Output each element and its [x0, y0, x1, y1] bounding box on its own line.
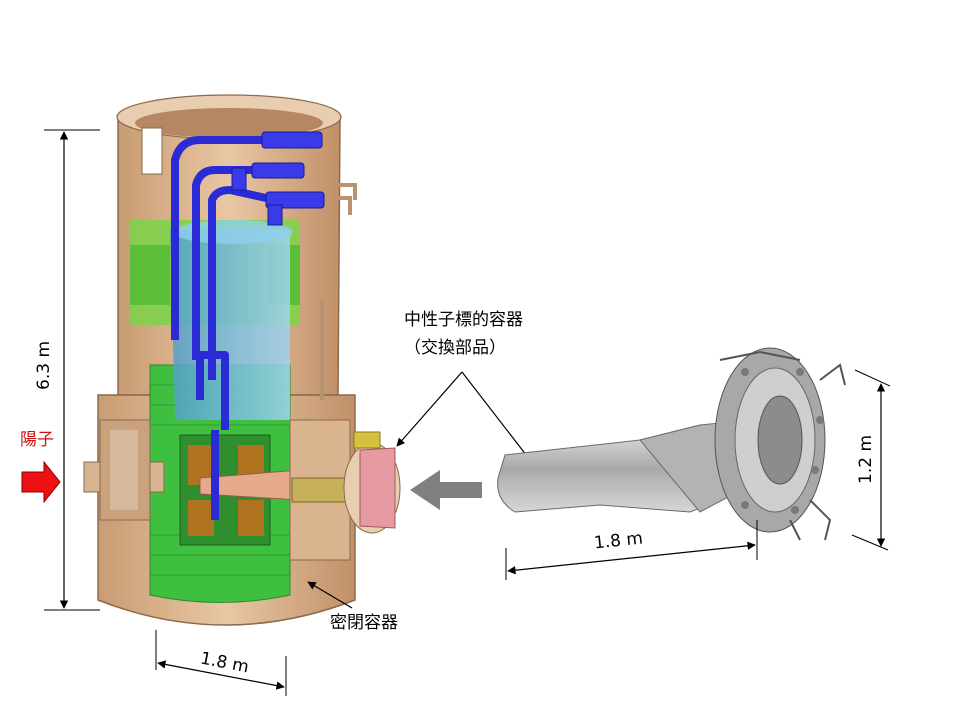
target-leaders: [396, 371, 531, 461]
vessel-label: 密閉容器: [330, 613, 398, 633]
insertion-arrow: [410, 470, 482, 510]
target-subtitle-label: （交換部品）: [404, 338, 506, 358]
neutron-target-container: [497, 347, 846, 541]
proton-label: 陽子: [20, 430, 54, 450]
target-title-label: 中性子標的容器: [404, 310, 523, 330]
dimension-width-vessel: [155, 630, 287, 696]
sealed-vessel: [83, 94, 401, 626]
proton-beam-arrow: [21, 460, 61, 504]
height-target-label: 1.2 m: [856, 435, 876, 484]
height-vessel-label: 6.3 m: [34, 341, 54, 390]
vessel-leader: [307, 581, 353, 609]
dimension-height-vessel: [44, 129, 100, 611]
dimension-length-target: [505, 520, 758, 580]
dimension-height-target: [851, 369, 891, 551]
